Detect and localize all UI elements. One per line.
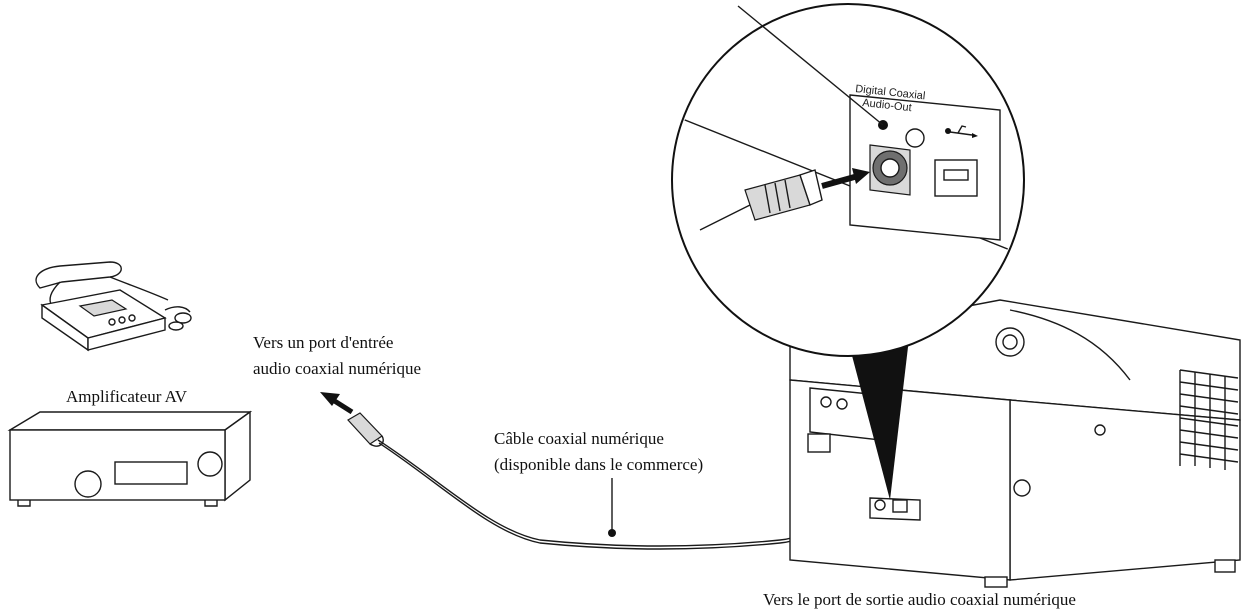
panel-label-line2: Audio-Out [862,97,913,114]
cable-label-line1: Câble coaxial numérique [494,429,664,448]
rca-plug-icon [347,412,384,447]
av-amplifier-icon [7,410,253,507]
amplifier-label: Amplificateur AV [66,387,188,406]
input-port-label-line2: audio coaxial numérique [253,359,421,378]
output-port-label: Vers le port de sortie audio coaxial num… [763,590,1076,609]
cable-leader-dot [608,529,616,537]
port-leader-line [737,5,884,126]
headphone-player-icon [35,261,192,352]
input-port-label-line1: Vers un port d'entrée [253,333,393,352]
magnifier-pointer [840,310,910,500]
usb-icon [945,125,978,138]
arrow-icon [320,392,354,415]
cable-label-line2: (disponible dans le commerce) [494,455,703,474]
magnified-port-view: Digital Coaxial Audio-Out [671,3,1025,357]
